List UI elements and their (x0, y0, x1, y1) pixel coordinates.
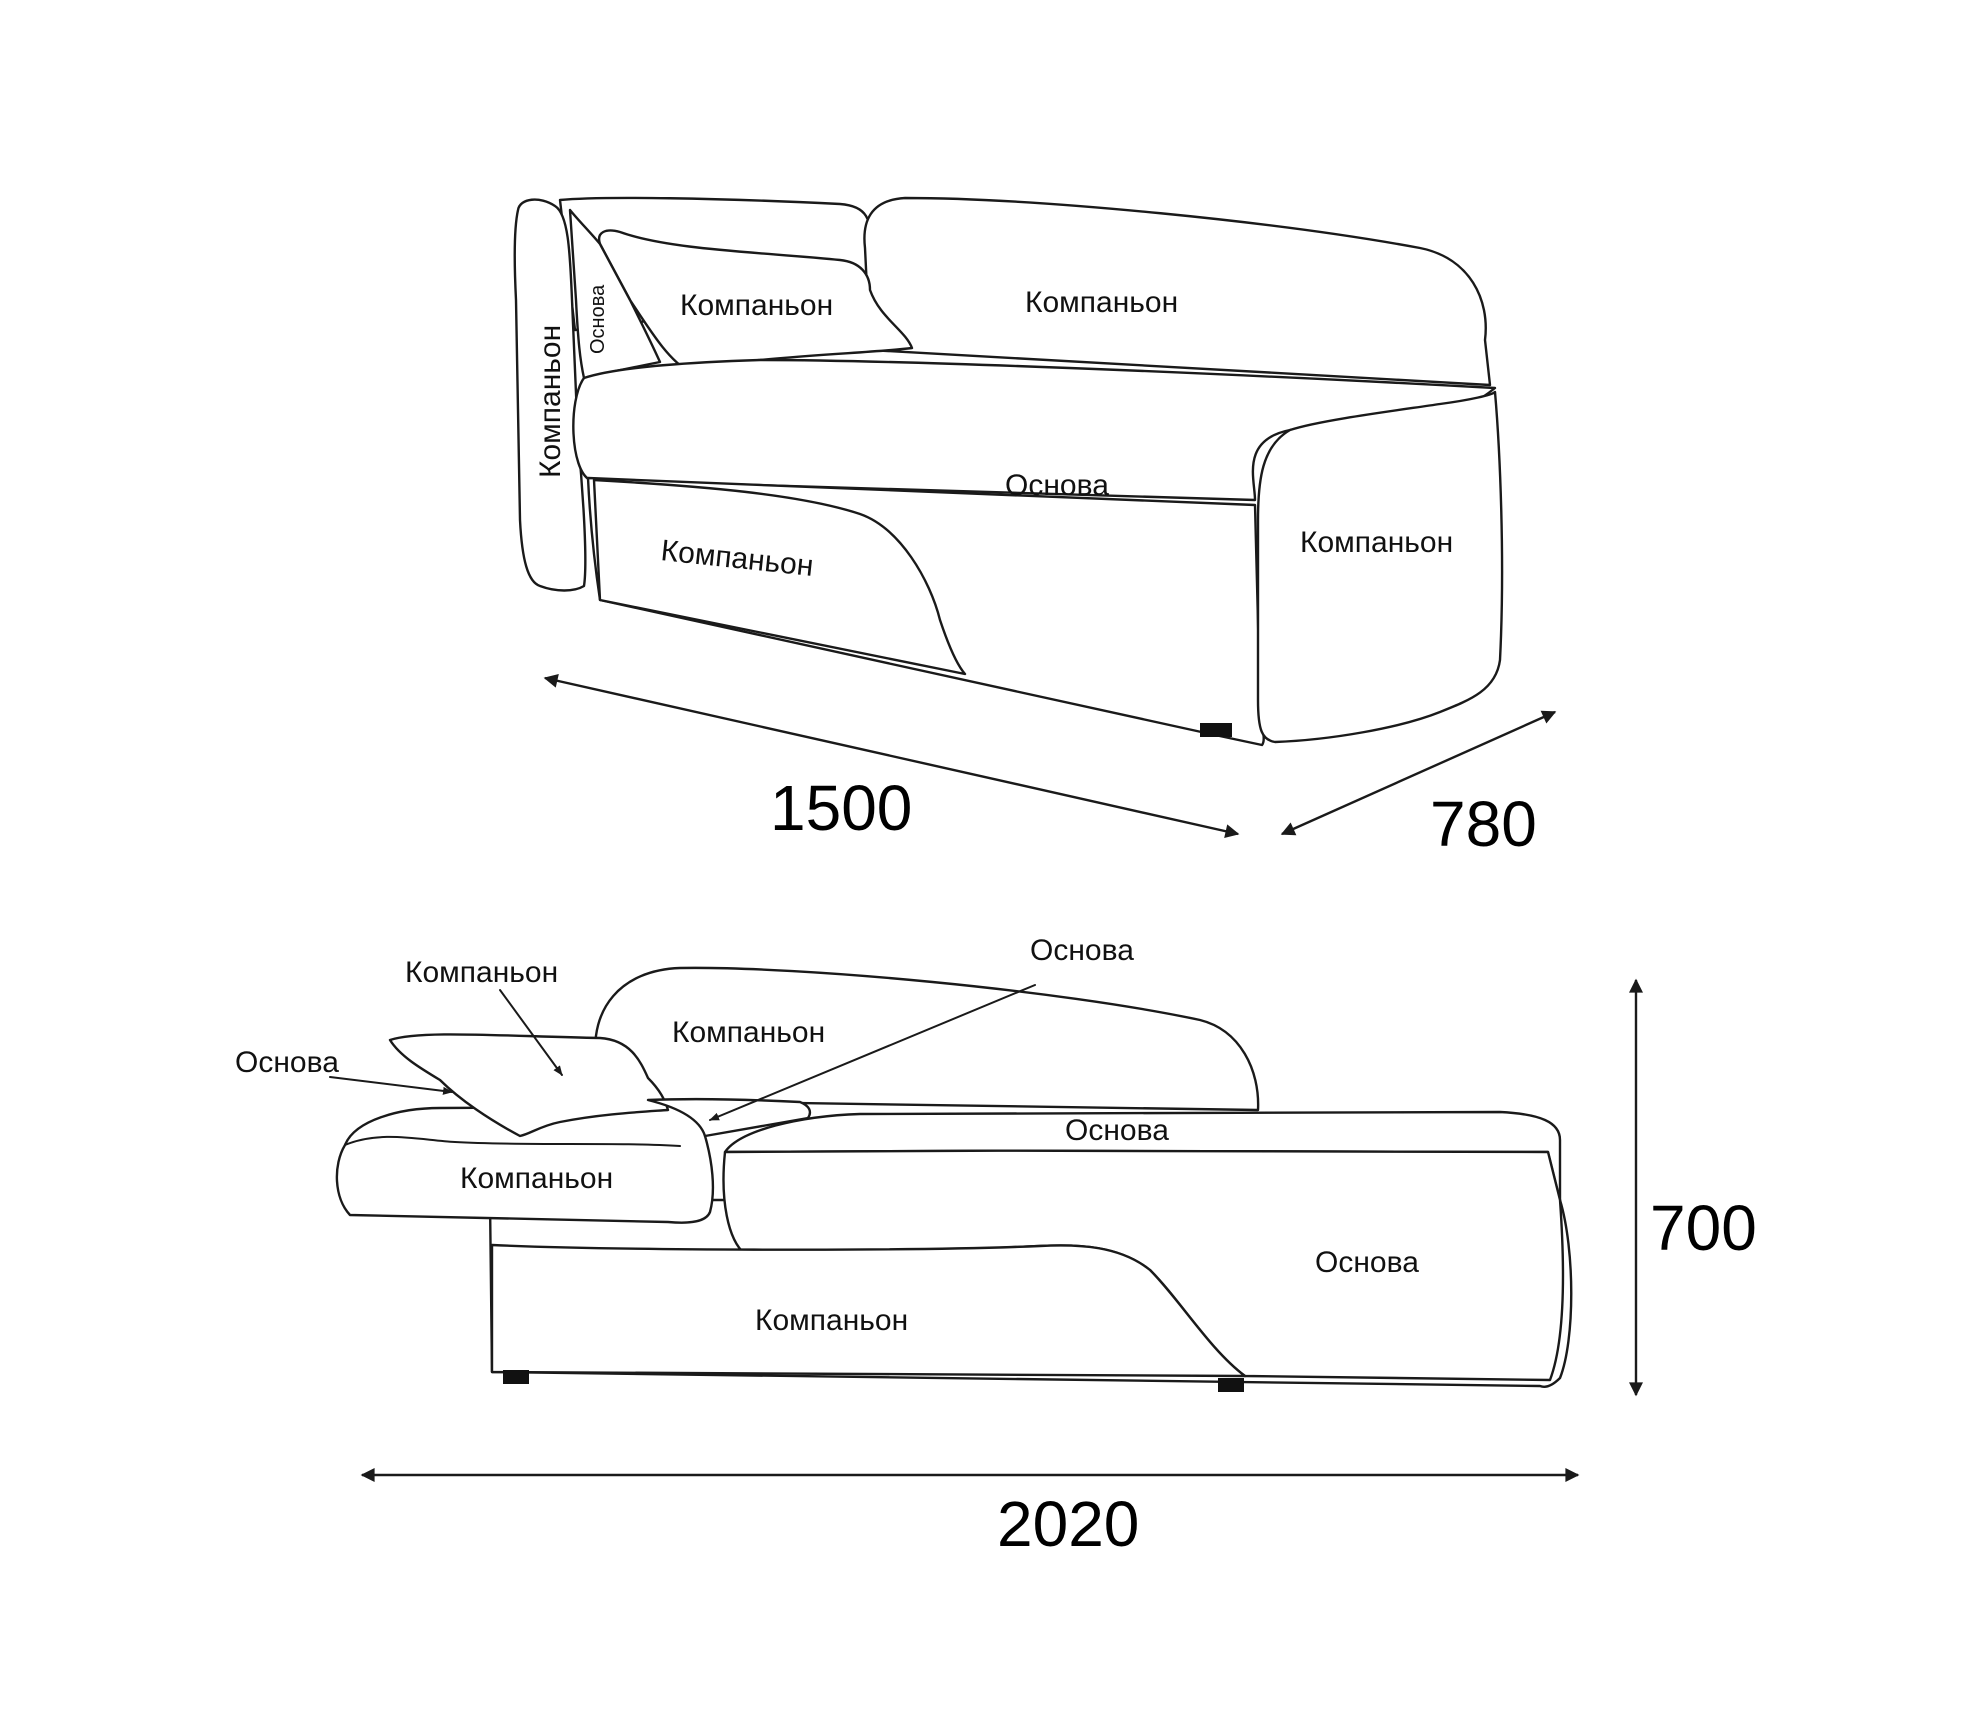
label-arm-inner-osnova: Основа (587, 284, 609, 354)
label-side-pillow-osnova: Основа (235, 1046, 339, 1079)
leader-pillow-companion (499, 989, 563, 1076)
foot-top-view (1200, 723, 1232, 737)
foot-side-right (1218, 1378, 1244, 1392)
label-left-arm-companion: Компаньон (534, 325, 567, 478)
label-side-back-osnova: Основа (1030, 934, 1134, 967)
label-back-pillow-companion: Компаньон (680, 289, 833, 322)
dimension-height: 700 (1650, 1192, 1757, 1264)
dimension-length-side: 2020 (997, 1488, 1139, 1560)
side-back-cushion (594, 966, 1260, 1112)
label-side-front-osnova: Основа (1315, 1246, 1419, 1279)
arm-inner-side (568, 208, 662, 380)
dimension-depth-top: 780 (1430, 788, 1537, 860)
label-side-seat-osnova: Основа (1065, 1114, 1169, 1147)
dimension-arrow-length-top (543, 673, 1240, 839)
left-arm (513, 198, 587, 592)
label-side-foldout-companion: Компаньон (460, 1162, 613, 1195)
side-pillow (388, 1033, 670, 1138)
label-back-companion: Компаньон (1025, 286, 1178, 319)
isometric-view: Компаньон Компаньон Компаньон Основа Осн… (513, 196, 1557, 860)
label-side-pillow-companion: Компаньон (405, 956, 558, 989)
side-shoulder-osnova (646, 1097, 812, 1138)
side-drawer (490, 1243, 1247, 1378)
foot-side-left (503, 1370, 529, 1384)
label-right-arm-companion: Компаньон (1300, 526, 1453, 559)
side-view: Компаньон Основа Компаньон Основа Основа… (235, 934, 1757, 1560)
dimension-arrow-depth-top (1280, 710, 1557, 836)
side-foldout-top (344, 1135, 681, 1147)
label-side-back-companion: Компаньон (672, 1016, 825, 1049)
dimension-length-top: 1500 (770, 772, 912, 844)
leader-back-osnova (709, 984, 1036, 1121)
back-right-cushion (863, 196, 1492, 387)
label-side-drawer-companion: Компаньон (755, 1304, 908, 1337)
right-arm (1256, 390, 1504, 744)
label-seat-osnova: Основа (1005, 469, 1109, 502)
drawer-front (592, 478, 967, 676)
leader-pillow-osnova (329, 1076, 453, 1095)
